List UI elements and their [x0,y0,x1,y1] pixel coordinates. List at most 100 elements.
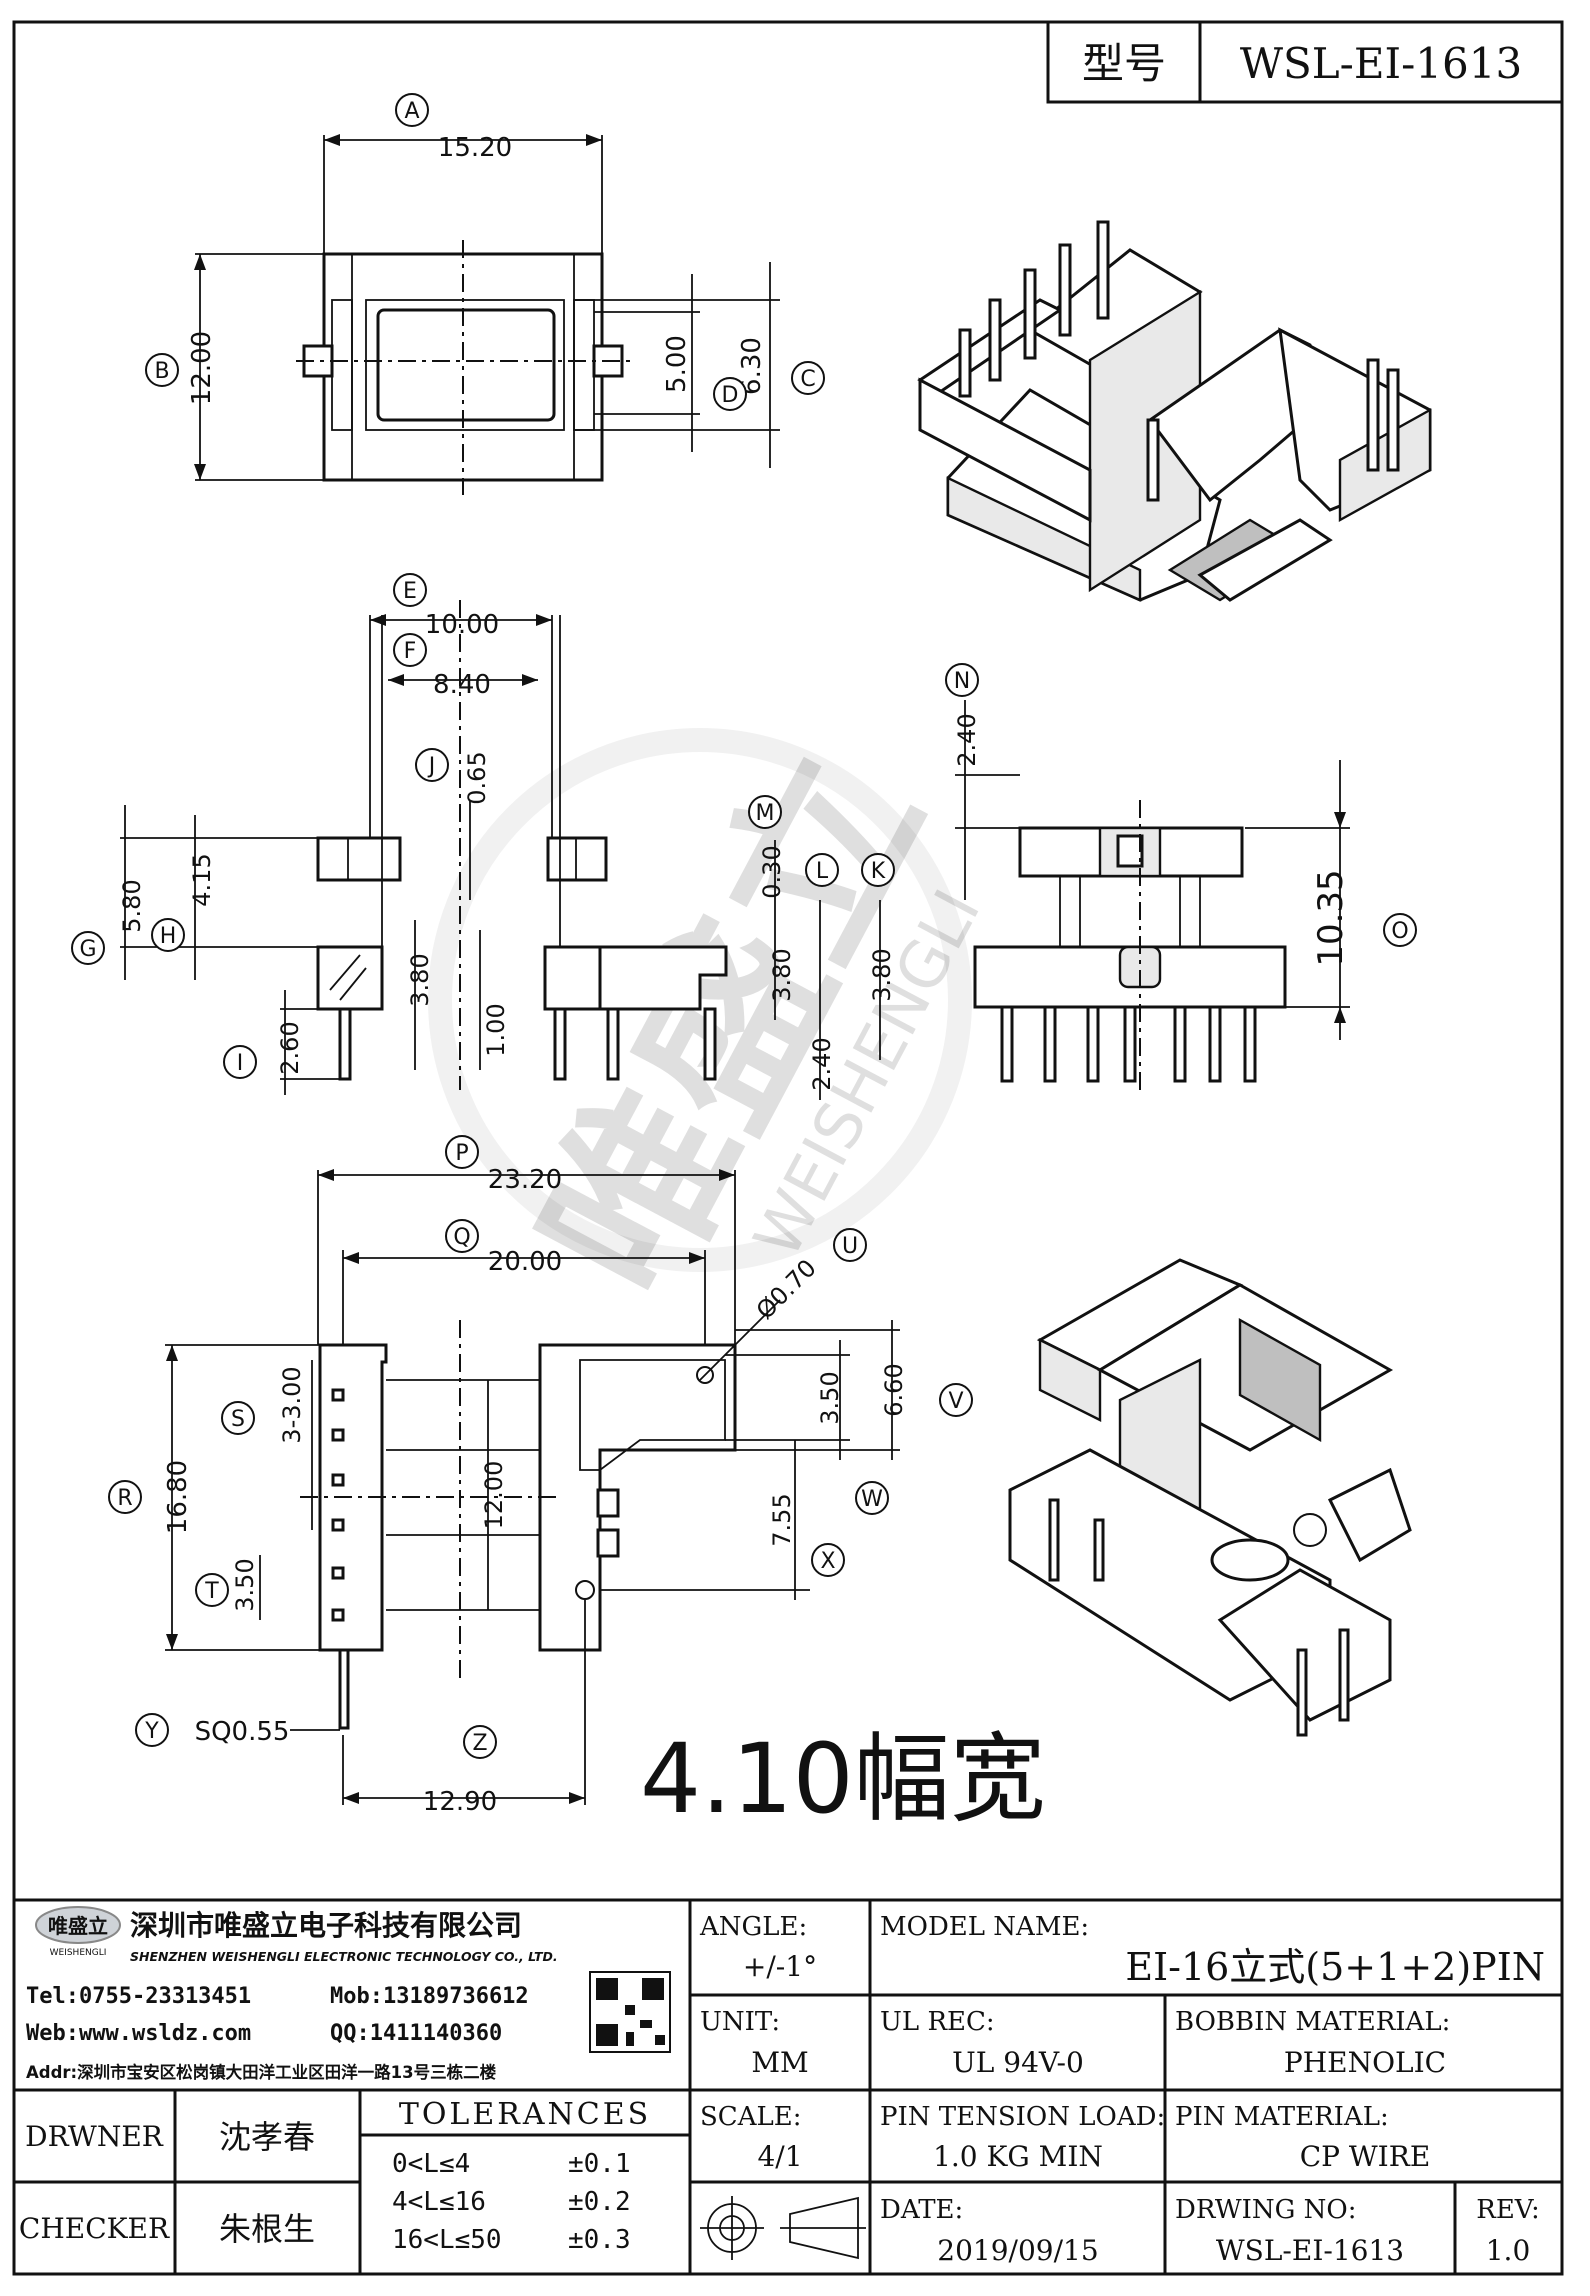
tolerance-value-3: ±0.3 [568,2225,631,2255]
dim-center12-value: 12.00 [480,1461,508,1530]
angle-label: ANGLE: [699,1912,807,1942]
dim-L-letter: L [816,859,829,884]
unit-label: UNIT: [700,2007,780,2037]
pin-tension-value: 1.0 KG MIN [933,2140,1103,2173]
side-view-left [316,600,728,1090]
dim-J-letter: J [427,754,436,779]
company-mob: Mob:13189736612 [330,1984,529,2009]
dim-U-letter: U [842,1234,858,1259]
dim-K-value: 3.80 [868,948,896,1001]
dim-V-value: 6.60 [880,1363,908,1416]
dim-L-value: 3.80 [768,948,796,1001]
bobbin-material-value: PHENOLIC [1284,2046,1446,2079]
rev-value: 1.0 [1486,2234,1531,2267]
dim-Z-value: 12.90 [423,1787,497,1817]
dim-Q-letter: Q [453,1225,470,1250]
sheet-border [12,20,1564,2276]
dim-W-letter: W [861,1487,883,1512]
company-name-cn: 深圳市唯盛立电子科技有限公司 [130,1909,522,1942]
dim-F-letter: F [404,639,417,664]
model-name-label: MODEL NAME: [880,1912,1089,1942]
qr-code [589,1971,671,2053]
rev-label: REV: [1476,2195,1539,2225]
dim-W-value: 3.50 [816,1371,844,1424]
projection-symbol [700,2196,866,2260]
scale-value: 4/1 [757,2140,802,2173]
pin-tension-label: PIN TENSION LOAD: [880,2102,1165,2132]
dim-L2-value: 2.40 [808,1037,836,1090]
logo-text: 唯盛立 [48,1914,108,1938]
dim-H-value: 4.15 [188,853,216,906]
checker-name: 朱根生 [219,2210,315,2248]
dim-M-value: 0.30 [758,845,786,898]
company-logo: 唯盛立 WEISHENGLI [35,1906,121,1958]
dim-N-value: 2.40 [953,713,981,766]
dim-E-value: 10.00 [425,610,499,640]
drawer-label: DRWNER [25,2120,164,2153]
logo-subtext: WEISHENGLI [50,1948,107,1958]
tolerance-value-1: ±0.1 [568,2149,631,2179]
dim-O-value: 10.35 [1311,869,1351,966]
company-tel: Tel:0755-23313451 [26,1984,251,2009]
tolerance-range-3: 16<L≤50 [392,2225,502,2255]
dim-D-value: 5.00 [662,335,692,393]
dim-C-letter: C [800,367,815,392]
bottom-view [300,1320,737,1730]
company-web: Web:www.wsldz.com [26,2021,251,2046]
drawer-name: 沈孝春 [219,2118,315,2156]
tolerances-title: TOLERANCES [399,2097,651,2132]
watermark-ring [428,728,972,1272]
tolerance-range-2: 4<L≤16 [392,2187,486,2217]
dim-M-letter: M [756,801,775,826]
dim-I2-value: 1.00 [482,1003,510,1056]
isometric-view-bottom [1008,1258,1412,1737]
dim-R-letter: R [117,1486,132,1511]
dim-Y-letter: Y [144,1719,159,1744]
dim-H2-value: 3.80 [406,953,434,1006]
tolerance-value-2: ±0.2 [568,2187,631,2217]
dim-P-value: 23.20 [488,1165,562,1195]
angle-value: +/-1° [743,1950,817,1983]
dim-S-letter: S [231,1407,245,1432]
dim-A-letter: A [404,99,419,124]
model-header-label: 型号 [1082,39,1166,88]
dim-B-letter: B [154,359,169,384]
isometric-view-top [917,220,1432,602]
top-view [296,240,630,495]
dim-D-letter: D [722,383,739,408]
dim-I-value: 2.60 [276,1021,304,1074]
dim-V-letter: V [948,1389,963,1414]
dim-S-value: 3-3.00 [278,1366,306,1443]
tolerance-range-1: 0<L≤4 [392,2149,470,2179]
model-name-value: EI-16立式(5+1+2)PIN [1125,1945,1545,1989]
dim-F-value: 8.40 [433,670,491,700]
dim-O-letter: O [1391,919,1408,944]
dim-B-value: 12.00 [187,331,217,405]
width-note: 4.10幅宽 [640,1723,1046,1835]
dim-A-value: 15.20 [438,133,512,163]
drawing-no-value: WSL-EI-1613 [1216,2234,1404,2267]
ul-value: UL 94V-0 [952,2046,1084,2079]
dim-J-value: 0.65 [463,751,491,804]
drawing-no-label: DRWING NO: [1175,2195,1356,2225]
dim-Y-value: SQ0.55 [195,1717,290,1747]
checker-label: CHECKER [19,2212,170,2245]
dim-K-letter: K [871,859,886,884]
dim-R-value: 16.80 [163,1460,193,1534]
side-view-right [973,800,1287,1090]
company-address: Addr:深圳市宝安区松岗镇大田洋工业区田洋一路13号三栋二楼 [26,2062,497,2082]
dim-G-letter: G [79,937,96,962]
company-name-en: SHENZHEN WEISHENGLI ELECTRONIC TECHNOLOG… [130,1949,558,1964]
scale-label: SCALE: [700,2102,802,2132]
company-qq: QQ:1411140360 [330,2021,502,2046]
dim-Q-value: 20.00 [488,1247,562,1277]
dim-I-letter: I [237,1051,244,1076]
dim-X-value: 7.55 [768,1493,796,1546]
dim-T-letter: T [204,1579,219,1604]
date-value: 2019/09/15 [937,2234,1098,2267]
model-header-value: WSL-EI-1613 [1240,39,1522,88]
title-block [14,1898,1562,2274]
dim-P-letter: P [455,1141,468,1166]
dim-T-value: 3.50 [231,1558,259,1611]
